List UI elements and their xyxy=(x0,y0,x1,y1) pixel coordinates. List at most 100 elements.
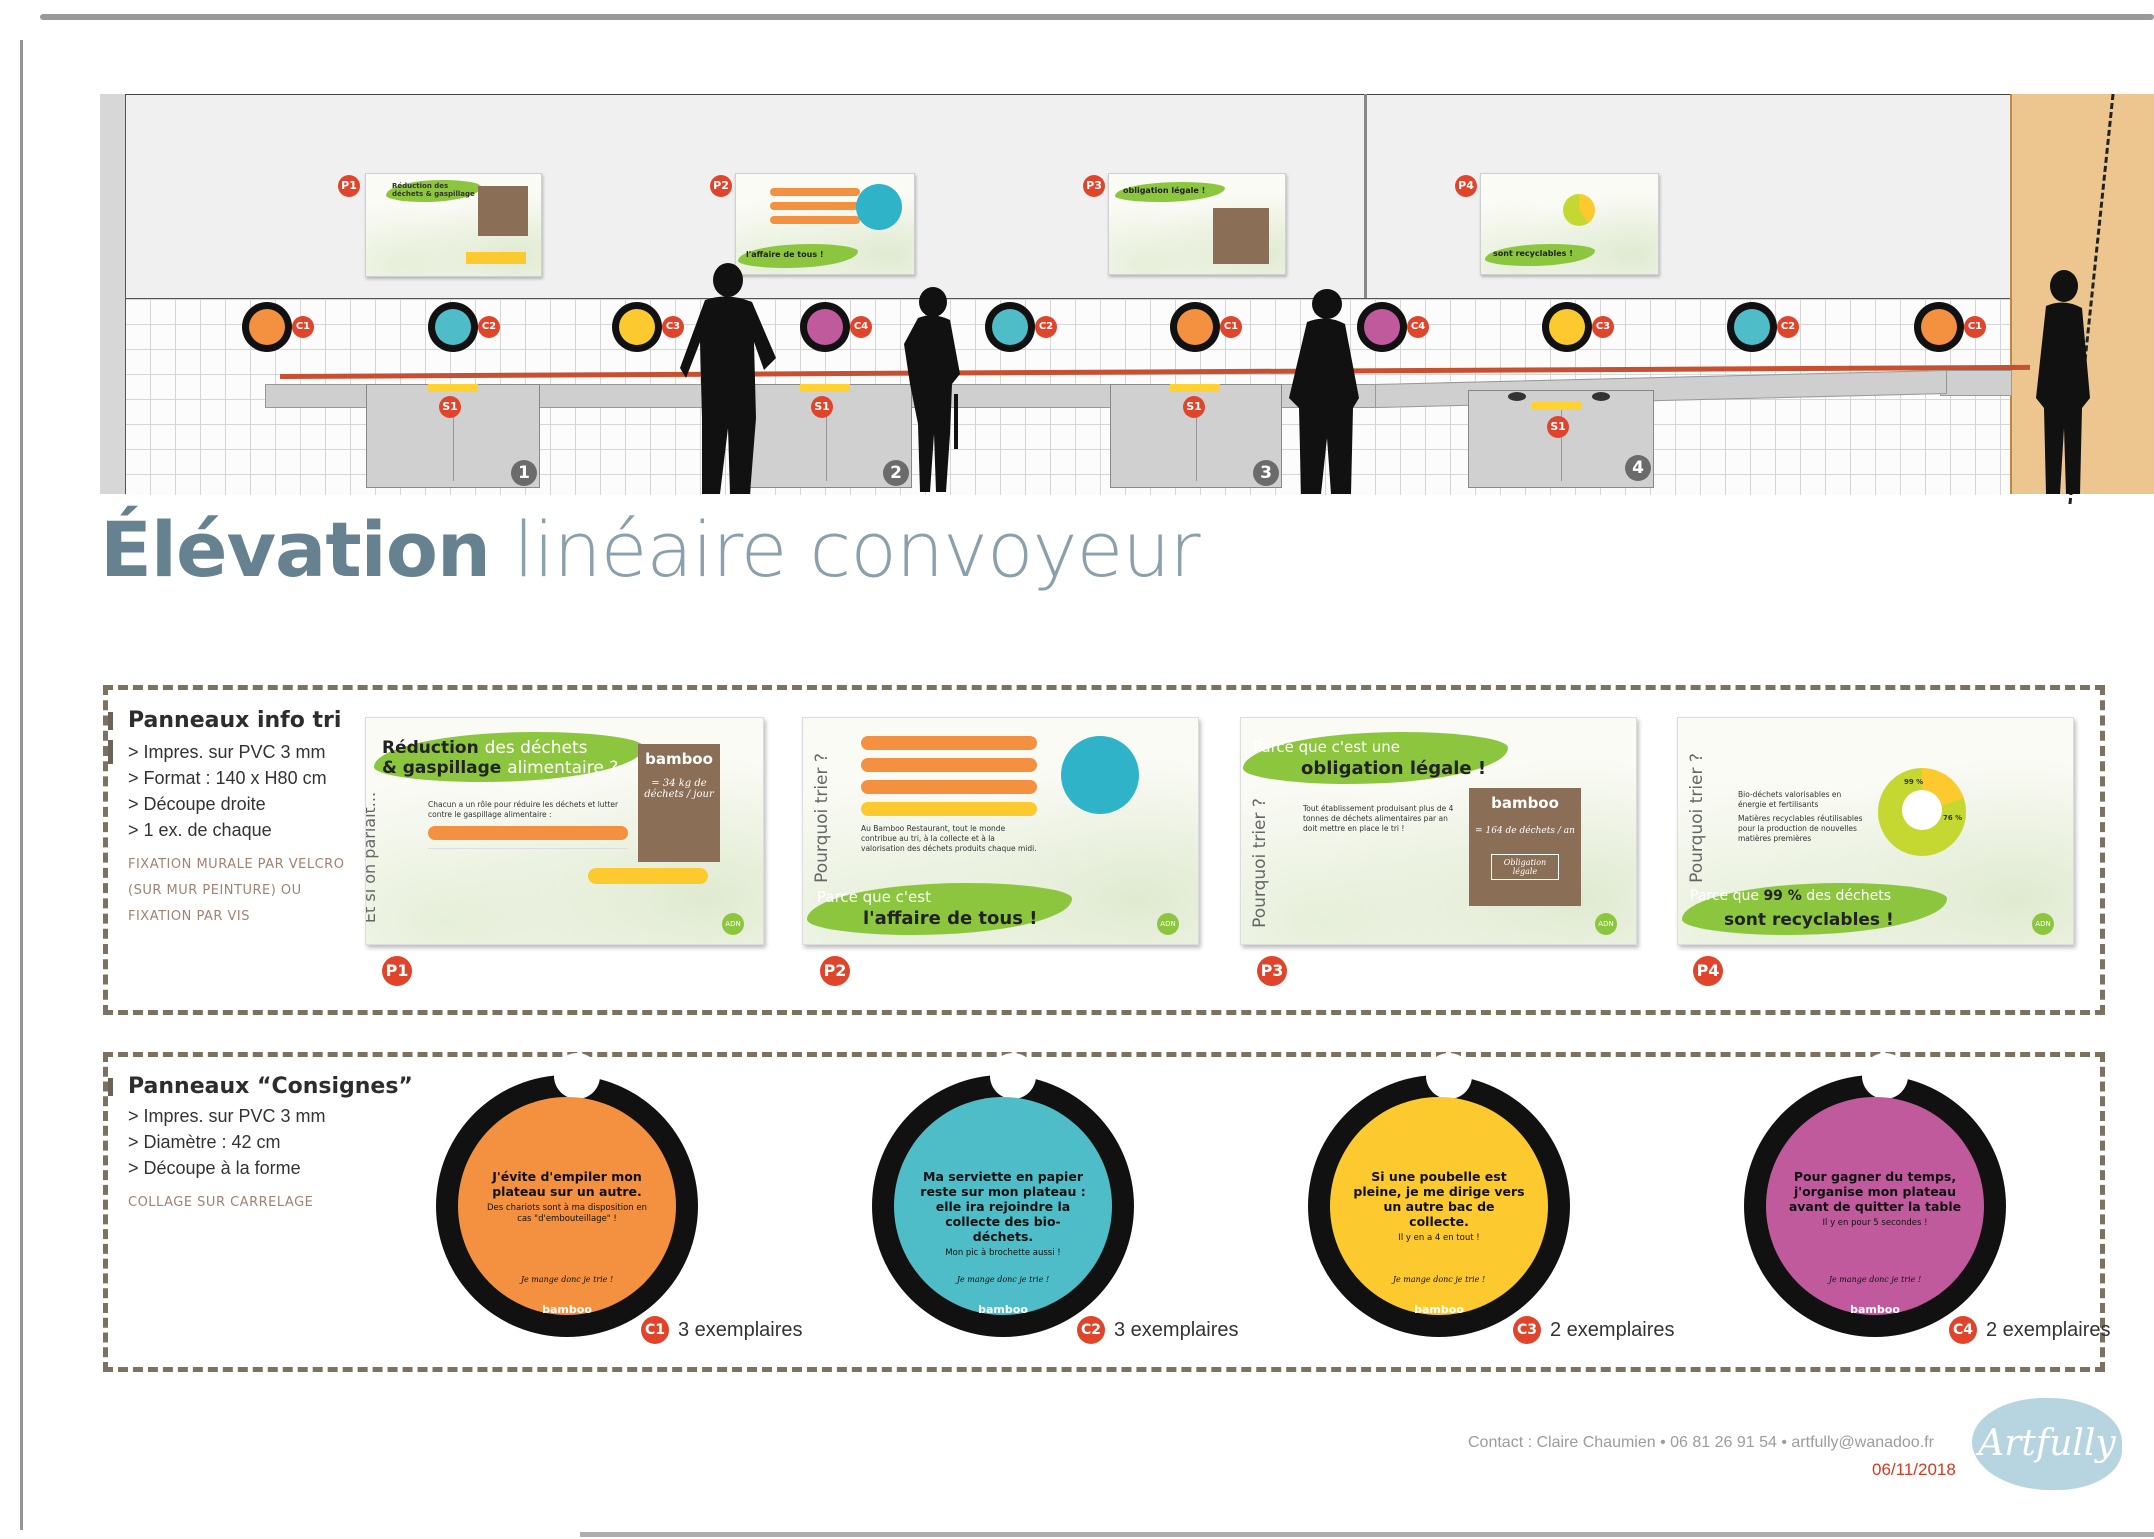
contact-info: Contact : Claire Chaumien • 06 81 26 91 … xyxy=(1468,1434,1934,1451)
tile-sticker-tag: C1 xyxy=(1964,316,1986,338)
globe-icon xyxy=(1061,736,1139,814)
headline-bold: obligation légale ! xyxy=(1301,758,1487,779)
top-brush-stroke xyxy=(40,14,2154,20)
artfully-logo: Artfully xyxy=(1972,1398,2122,1490)
globe-icon xyxy=(856,184,902,230)
person-silhouette xyxy=(2036,270,2090,494)
tile-sticker xyxy=(1357,302,1407,352)
tile-sticker xyxy=(1914,302,1964,352)
text-block xyxy=(428,848,628,889)
sticker-face: Si une poubelle est pleine, je me dirige… xyxy=(1330,1097,1548,1315)
bite-mark xyxy=(1426,1053,1472,1099)
panel-tag: P1 xyxy=(382,956,412,986)
wall-panel-p4: sont recyclables ! xyxy=(1480,173,1659,275)
headline-bold: Réduction xyxy=(382,738,479,758)
person-silhouette xyxy=(904,287,960,492)
sticker-note: Des chariots sont à ma disposition en ca… xyxy=(486,1203,648,1224)
headline: Réduction des déchets xyxy=(382,738,588,758)
headline-light: Parce que c'est xyxy=(817,888,931,906)
sticker-footer: Je mange donc je trie ! xyxy=(956,1275,1050,1284)
tile-sticker xyxy=(1727,302,1777,352)
tile-sticker-face xyxy=(1734,309,1770,345)
left-brush-stroke xyxy=(20,40,23,1530)
ademe-badge: ADN xyxy=(2032,913,2054,935)
consigne-sticker-c1: J'évite d'empiler mon plateau sur un aut… xyxy=(436,1053,698,1337)
headline-bold: sont recyclables ! xyxy=(1724,910,1894,930)
headline-light: des déchets xyxy=(1806,888,1891,904)
brand-text: bamboo xyxy=(542,1303,592,1316)
pie-label: 99 % xyxy=(1904,778,1924,786)
station-label xyxy=(800,384,850,392)
sticker-note: Il y en a 4 en tout ! xyxy=(1398,1233,1480,1243)
sticker-message: J'évite d'empiler mon plateau sur un aut… xyxy=(492,1169,642,1199)
ademe-badge: ADN xyxy=(1157,913,1179,935)
station-number: 4 xyxy=(1625,455,1651,481)
wall-panel-tag: P1 xyxy=(338,175,360,197)
headline-bold: 99 % xyxy=(1763,888,1802,904)
wall-panel-tag: P4 xyxy=(1455,175,1477,197)
spec-bullet: > Impres. sur PVC 3 mm xyxy=(128,1106,326,1126)
section-title-text: Panneaux info tri xyxy=(128,708,342,733)
tile-sticker-tag: C2 xyxy=(478,316,500,338)
spec-bullet: > 1 ex. de chaque xyxy=(128,820,272,840)
station-tag: S1 xyxy=(439,396,461,418)
wall-panel-heading: sont recyclables ! xyxy=(1485,244,1595,266)
sticker-face: J'évite d'empiler mon plateau sur un aut… xyxy=(458,1097,676,1315)
tile-sticker-face xyxy=(992,309,1028,345)
wall-panel-p2: l'affaire de tous ! xyxy=(735,173,915,275)
sticker-footer: Je mange donc je trie ! xyxy=(1392,1275,1486,1284)
pie-hole xyxy=(1902,790,1942,830)
sticker-note: Mon pic à brochette aussi ! xyxy=(945,1248,1061,1258)
station-number: 1 xyxy=(511,460,537,486)
tile-sticker xyxy=(985,302,1035,352)
station-label xyxy=(1532,402,1582,410)
tile-sticker-tag: C3 xyxy=(1592,316,1614,338)
tile-sticker-face xyxy=(1549,309,1585,345)
tile-sticker xyxy=(428,302,478,352)
tile-sticker-tag: C4 xyxy=(850,316,872,338)
side-label: Et si on parlait... xyxy=(365,791,380,924)
tile-sticker-tag: C1 xyxy=(1220,316,1242,338)
stat-text: = 34 kg de déchets / jour xyxy=(644,778,714,800)
side-label: Pourquoi trier ? xyxy=(1249,798,1270,928)
wall-panel-p3: obligation légale ! xyxy=(1108,173,1286,275)
station-tag: S1 xyxy=(811,396,833,418)
wall-divider xyxy=(1364,94,1367,298)
section-title: Panneaux info tri xyxy=(108,708,342,733)
consignes-section xyxy=(103,1052,2105,1372)
headline-light: Parce que c'est une xyxy=(1253,738,1400,756)
headline-light: des déchets xyxy=(484,738,588,758)
tile-sticker xyxy=(1170,302,1220,352)
brand-text: bamboo xyxy=(1414,1303,1464,1316)
station-label xyxy=(1170,384,1220,392)
tile-sticker-face xyxy=(1364,309,1400,345)
spec-bullet: > Diamètre : 42 cm xyxy=(128,1132,281,1152)
panel-tag: P2 xyxy=(820,956,850,986)
orange-bar xyxy=(861,758,1037,772)
left-pillar xyxy=(100,94,126,494)
mounting-note: COLLAGE SUR CARRELAGE xyxy=(128,1195,314,1210)
sticker-tag: C1 xyxy=(641,1316,669,1344)
bite-mark xyxy=(990,1053,1036,1099)
body-text: Chacun a un rôle pour réduire les déchet… xyxy=(428,800,619,819)
tile-sticker-tag: C2 xyxy=(1035,316,1057,338)
headline-line2: & gaspillage alimentaire ? xyxy=(382,758,618,778)
copies-caption: 2 exemplaires xyxy=(1550,1319,1675,1341)
info-panel-p1: Réduction des déchets & gaspillage alime… xyxy=(365,717,764,945)
tile-sticker-tag: C4 xyxy=(1407,316,1429,338)
orange-bar xyxy=(428,826,628,840)
wall-panel-bar xyxy=(770,188,860,196)
body-text: Au Bamboo Restaurant, tout le monde cont… xyxy=(861,824,1037,853)
tile-sticker-face xyxy=(435,309,471,345)
tile-sticker xyxy=(1542,302,1592,352)
orange-bar xyxy=(861,736,1037,750)
tile-sticker xyxy=(800,302,850,352)
section-title: Panneaux “Consignes” xyxy=(108,1074,413,1099)
orange-bar xyxy=(861,780,1037,794)
wood-wall xyxy=(2010,94,2154,494)
yellow-bar xyxy=(588,868,708,884)
person-silhouette xyxy=(680,263,776,494)
sticker-tag: C4 xyxy=(1949,1316,1977,1344)
sticker-message: Si une poubelle est pleine, je me dirige… xyxy=(1353,1169,1525,1229)
sticker-footer: Je mange donc je trie ! xyxy=(520,1275,614,1284)
